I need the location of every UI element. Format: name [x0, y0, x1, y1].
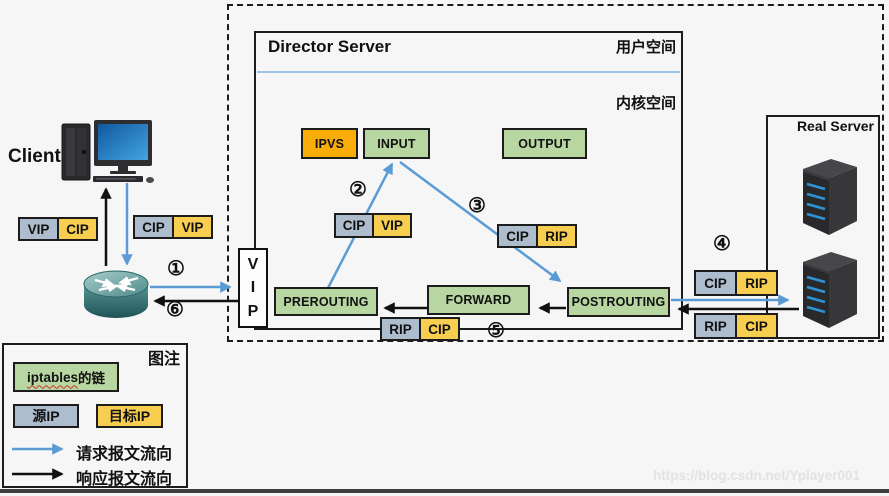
source-ip-cell: CIP	[336, 215, 372, 236]
user-kernel-divider-line	[257, 71, 680, 73]
source-ip-cell: CIP	[696, 272, 735, 294]
source-ip-cell: RIP	[382, 319, 419, 339]
client-label: Client	[8, 146, 61, 167]
real-server-title: Real Server	[796, 118, 874, 134]
legend-box	[2, 343, 188, 488]
kernel-space-label: 内核空间	[615, 95, 676, 112]
legend-dest-ip-chip: 目标IP	[96, 404, 163, 428]
vip-interface-box: V I P	[238, 248, 268, 328]
watermark-url: https://blog.csdn.net/Yplayer001	[653, 468, 861, 483]
chain-output: OUTPUT	[502, 128, 587, 159]
packet-label-client-response: VIP CIP	[18, 217, 98, 241]
source-ip-cell: VIP	[20, 219, 57, 239]
step-6-badge: ⑥	[166, 299, 184, 321]
dest-ip-cell: VIP	[172, 217, 211, 237]
client-computer-icon	[60, 118, 156, 184]
legend-request-flow-label: 请求报文流向	[76, 446, 173, 463]
step-3-badge: ③	[468, 195, 486, 217]
packet-label-client-request: CIP VIP	[133, 215, 213, 239]
source-ip-cell: CIP	[135, 217, 172, 237]
legend-iptables-word: iptables	[26, 369, 78, 385]
router-icon	[81, 268, 151, 324]
vip-letter: V	[247, 256, 259, 274]
real-server-icon-1	[795, 157, 865, 237]
dest-ip-cell: CIP	[57, 219, 96, 239]
packet-label-response-in-director: RIP CIP	[380, 317, 460, 341]
window-bottom-edge	[0, 489, 889, 493]
source-ip-cell: CIP	[499, 226, 536, 246]
legend-title: 图注	[147, 351, 180, 368]
step-5-badge: ⑤	[487, 320, 505, 342]
response-flow-arrows	[12, 187, 799, 480]
step-4-badge: ④	[713, 233, 731, 255]
ipvs-box: IPVS	[301, 128, 358, 159]
packet-label-to-input: CIP VIP	[334, 213, 412, 238]
dest-ip-cell: CIP	[419, 319, 458, 339]
real-server-icon-2	[795, 250, 865, 330]
source-ip-cell: RIP	[696, 315, 735, 337]
dest-ip-cell: RIP	[735, 272, 776, 294]
chain-postrouting: POSTROUTING	[567, 287, 670, 317]
step-1-badge: ①	[167, 258, 185, 280]
packet-label-to-real-server: CIP RIP	[694, 270, 778, 296]
chain-prerouting: PREROUTING	[274, 287, 378, 316]
vip-letter: I	[250, 279, 256, 297]
step-2-badge: ②	[349, 179, 367, 201]
chain-input: INPUT	[363, 128, 430, 159]
director-server-box	[254, 31, 683, 330]
cluster-dashed-boundary	[227, 4, 884, 342]
real-server-box	[766, 115, 880, 339]
packet-label-to-postrouting: CIP RIP	[497, 224, 577, 248]
dest-ip-cell: VIP	[372, 215, 410, 236]
dest-ip-cell: CIP	[735, 315, 776, 337]
packet-label-from-real-server: RIP CIP	[694, 313, 778, 339]
vip-letter: P	[247, 302, 259, 320]
legend-response-flow-label: 响应报文流向	[76, 471, 173, 488]
legend-source-ip-chip: 源IP	[13, 404, 79, 428]
dest-ip-cell: RIP	[536, 226, 575, 246]
director-server-title: Director Server	[268, 37, 391, 56]
legend-chain-suffix: 的链	[78, 371, 105, 386]
user-space-label: 用户空间	[615, 39, 676, 56]
chain-forward: FORWARD	[427, 285, 530, 315]
